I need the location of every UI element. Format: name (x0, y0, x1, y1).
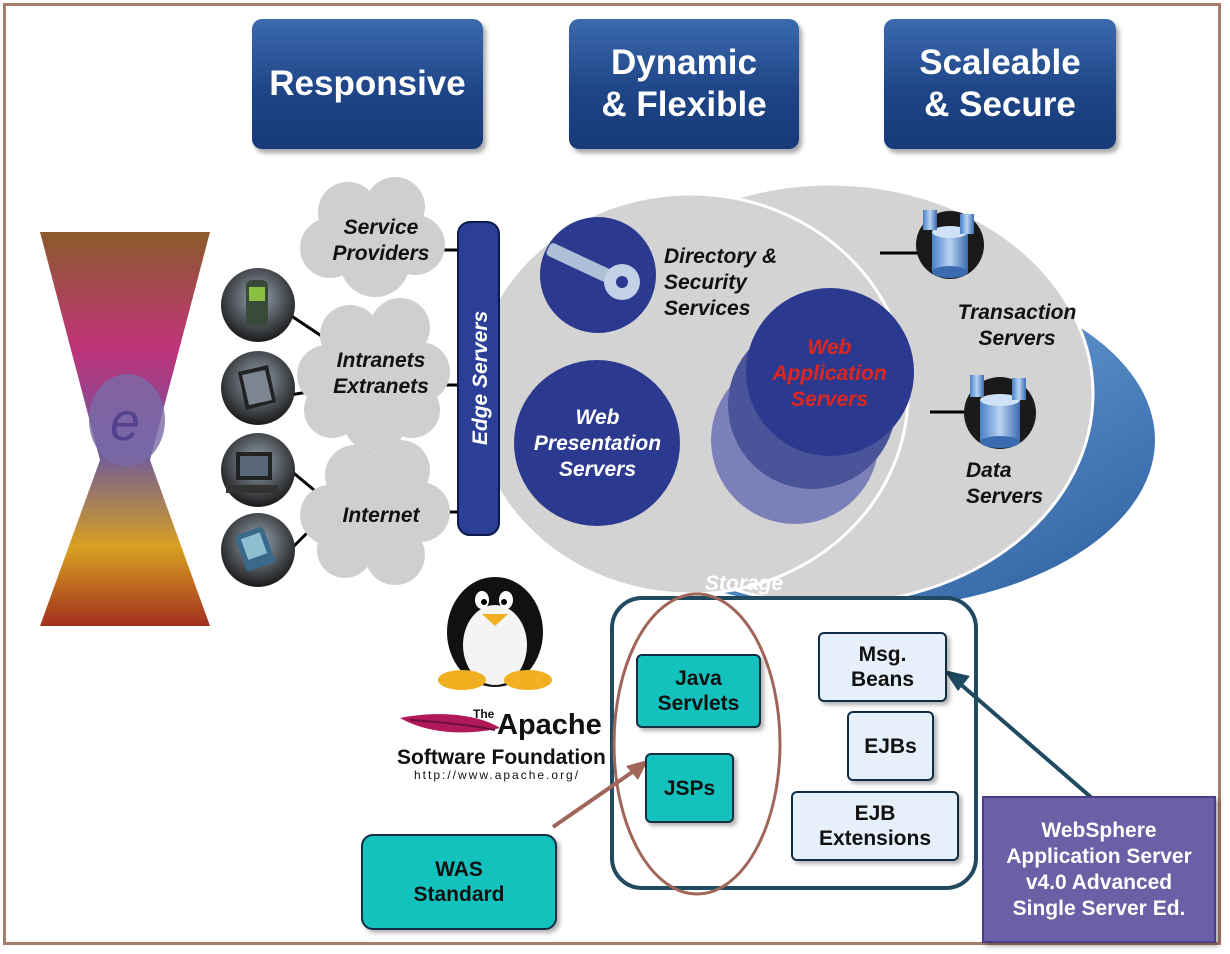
websphere-box: WebSphere Application Server v4.0 Advanc… (982, 796, 1216, 943)
websphere-line1: WebSphere (1041, 818, 1157, 842)
header-responsive-label: Responsive (269, 64, 466, 103)
java-servlets-line1: Java (675, 667, 722, 690)
data-line2: Servers (966, 485, 1044, 508)
web-application-line3: Servers (790, 388, 869, 411)
directory-security-label: Directory & Security Services (664, 244, 777, 322)
edge-servers-bar (457, 221, 500, 536)
web-application-line1: Web (807, 336, 852, 359)
java-servlets-line2: Servlets (657, 692, 740, 715)
data-servers-label: Data Servers (966, 458, 1043, 510)
directory-line3: Services (664, 297, 751, 320)
apache-the-text: The (473, 707, 495, 721)
linux-penguin-logo (438, 577, 552, 690)
ejbs-box: EJBs (847, 711, 934, 781)
ejb-extensions-box: EJB Extensions (791, 791, 959, 861)
web-presentation-circle (514, 360, 680, 526)
service-providers-line1: Service (343, 216, 419, 239)
web-application-label: Web Application Servers (752, 335, 907, 413)
was-standard-box: WAS Standard (361, 834, 557, 930)
ejbs-label: EJBs (864, 734, 917, 758)
data-line1: Data (966, 459, 1012, 482)
cloud-service-providers (300, 177, 445, 297)
key-icon (546, 243, 640, 300)
msg-beans-line2: Beans (850, 668, 915, 691)
arrow-was-standard (551, 760, 648, 829)
msg-beans-line1: Msg. (858, 643, 907, 666)
web-container-ellipse (612, 592, 782, 896)
was-standard-line2: Standard (413, 883, 505, 906)
arrow-websphere (944, 670, 1110, 814)
header-dynamic-flexible: Dynamic & Flexible (569, 19, 799, 149)
directory-line1: Directory & (664, 245, 778, 268)
outer-frame (3, 3, 1221, 945)
ebusiness-banner-image: e (40, 232, 210, 626)
header-scaleable-line2: & Secure (924, 85, 1076, 124)
phone-icon (221, 268, 295, 342)
intranets-extranets-label: Intranets Extranets (322, 348, 440, 400)
data-database-icon (964, 375, 1036, 449)
jsps-box: JSPs (645, 753, 734, 823)
transaction-line2: Servers (978, 327, 1056, 350)
cloud-intranets-extranets (297, 298, 450, 452)
websphere-line2: Application Server (1006, 844, 1192, 868)
svg-text:e: e (110, 392, 140, 452)
web-presentation-line1: Web (575, 406, 620, 429)
intranets-line2: Extranets (333, 375, 429, 398)
edge-servers-label: Edge Servers (469, 311, 492, 445)
header-scaleable-line1: Scaleable (919, 43, 1081, 82)
intranets-line1: Intranets (336, 349, 426, 372)
websphere-line3: v4.0 Advanced (1025, 870, 1173, 894)
laptop-icon (221, 351, 295, 425)
transaction-line1: Transaction (957, 301, 1077, 324)
java-servlets-box: Java Servlets (636, 654, 761, 728)
service-providers-line2: Providers (332, 242, 430, 265)
apache-feather-stem (409, 719, 496, 731)
header-dynamic-line2: & Flexible (601, 85, 767, 124)
directory-line2: Security (664, 271, 747, 294)
ejb-extensions-line2: Extensions (818, 827, 932, 850)
ejb-extensions-line1: EJB (854, 802, 896, 825)
transaction-servers-label: Transaction Servers (942, 300, 1092, 352)
service-providers-label: Service Providers (322, 215, 440, 267)
storage-label: Storage (705, 572, 784, 595)
websphere-line4: Single Server Ed. (1012, 896, 1186, 920)
apache-foundation-text: Software Foundation (397, 746, 606, 769)
web-presentation-line3: Servers (558, 458, 637, 481)
internet-label: Internet (342, 504, 420, 527)
header-responsive: Responsive (252, 19, 483, 149)
msg-beans-box: Msg. Beans (818, 632, 947, 702)
web-presentation-label: Web Presentation Servers (520, 405, 675, 483)
was-standard-line1: WAS (435, 858, 483, 881)
directory-security-circle (540, 217, 656, 333)
header-scaleable-secure: Scaleable & Secure (884, 19, 1116, 149)
apache-url-text: http://www.apache.org/ (414, 768, 580, 782)
cloud-internet (300, 440, 450, 585)
transaction-database-icon (916, 210, 984, 279)
web-application-circle-stack (711, 288, 914, 524)
desktop-computer-icon (221, 433, 295, 507)
pda-icon (221, 513, 295, 587)
web-application-line2: Application (772, 362, 887, 385)
apache-name-text: Apache (497, 709, 602, 741)
web-presentation-line2: Presentation (533, 432, 662, 455)
header-dynamic-line1: Dynamic (611, 43, 757, 82)
jsps-label: JSPs (663, 776, 716, 800)
